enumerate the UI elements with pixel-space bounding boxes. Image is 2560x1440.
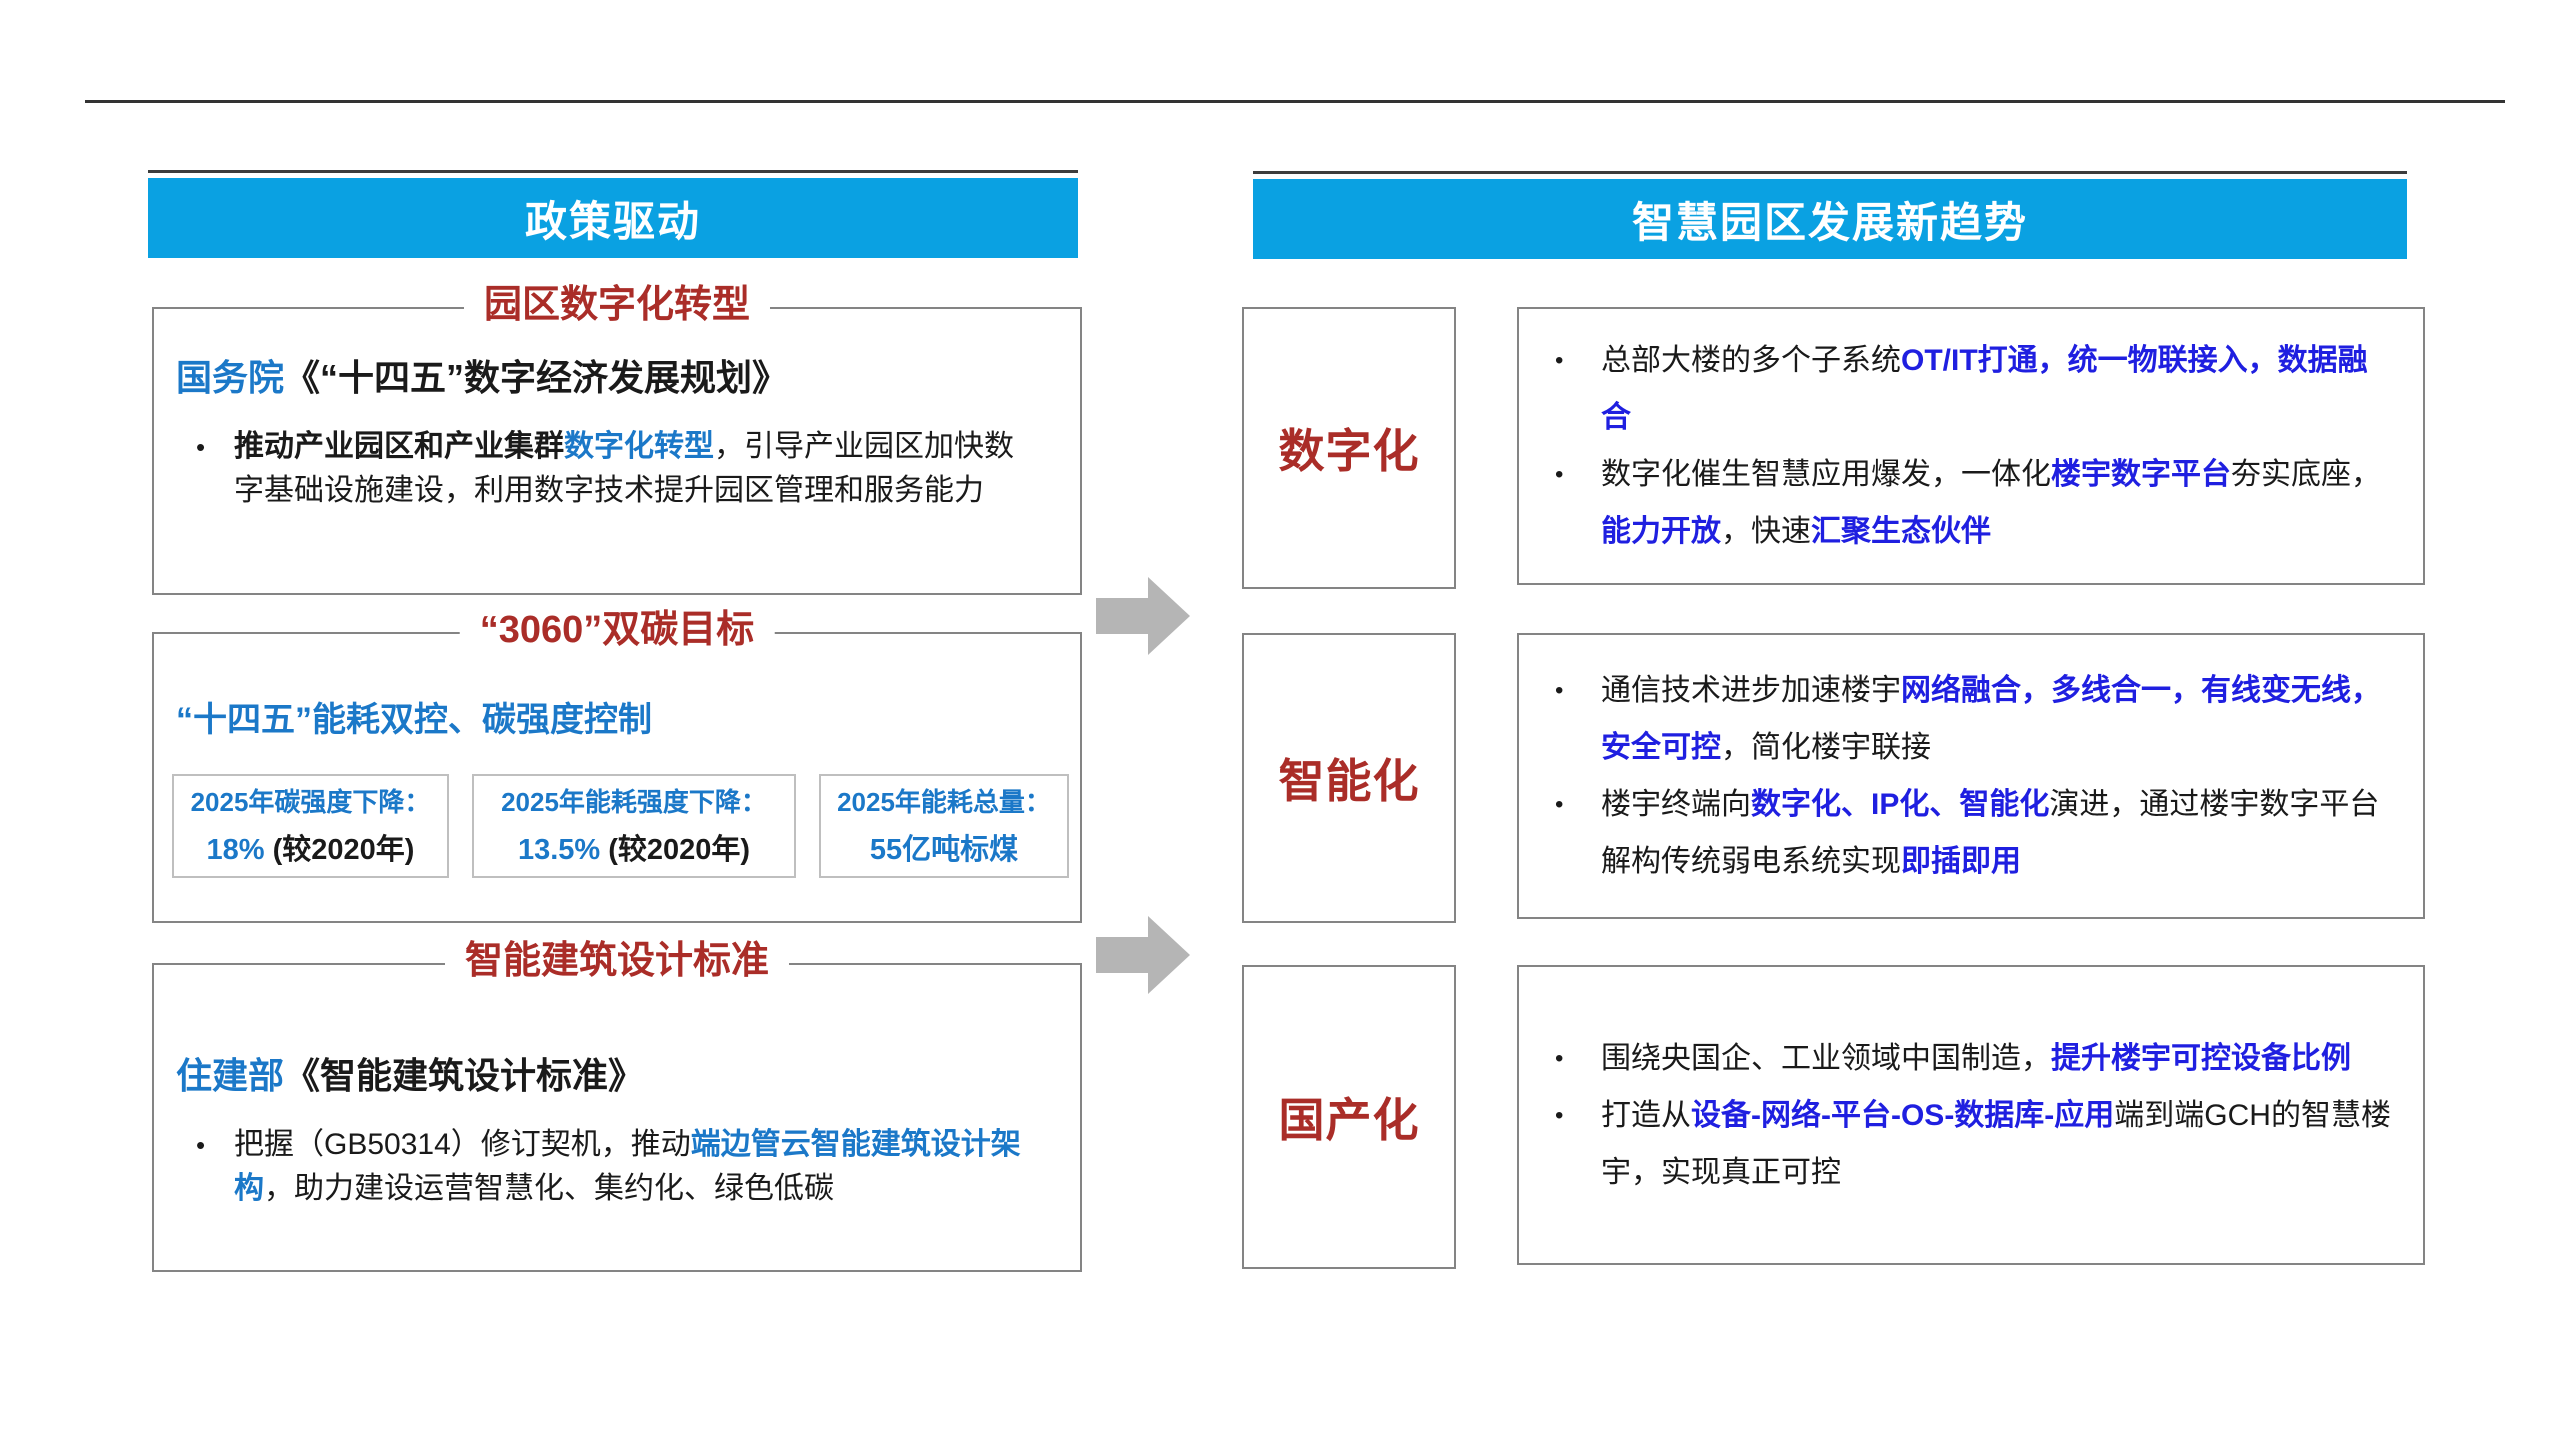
- text-segment: 端到端GCH的智慧楼宇，实现真正可控: [1601, 1098, 2391, 1189]
- bullet-dot: •: [196, 1130, 206, 1160]
- bullet-dot: •: [1555, 1101, 1564, 1129]
- text-segment: 打造从: [1601, 1098, 1691, 1132]
- policy-bullet: • 推动产业园区和产业集群数字化转型，引导产业园区加快数字基础设施建设，利用数字…: [196, 425, 1032, 513]
- text-segment-highlight: 设备-网络-平台-OS-数据库-应用: [1691, 1098, 2115, 1132]
- policy-source-heading: 住建部《智能建筑设计标准》: [176, 1047, 644, 1099]
- card-value-line: 55亿吨标煤: [870, 826, 1018, 874]
- bullet-dot: •: [1555, 791, 1564, 818]
- text-segment: 把握（GB50314）修订契机，推动: [234, 1128, 691, 1161]
- panel-title: “3060”双碳目标: [459, 608, 775, 654]
- panel-smart-building-standard: 智能建筑设计标准 住建部《智能建筑设计标准》 • 把握（GB50314）修订契机…: [152, 939, 1082, 1272]
- bullet-text: 总部大楼的多个子系统OT/IT打通，统一物联接入，数据融合: [1601, 332, 2397, 446]
- top-divider-line: [85, 100, 2505, 103]
- trend-label-text: 数字化: [1278, 425, 1420, 477]
- doc-title: 《“十四五”数字经济发展规划》: [284, 357, 789, 398]
- bullet-text: 推动产业园区和产业集群数字化转型，引导产业园区加快数字基础设施建设，利用数字技术…: [234, 425, 1032, 513]
- panel-title: 智能建筑设计标准: [444, 939, 790, 985]
- trend-bullet: • 打造从设备-网络-平台-OS-数据库-应用端到端GCH的智慧楼宇，实现真正可…: [1555, 1087, 2397, 1201]
- card-value: 18%: [206, 834, 265, 866]
- carbon-target-cards: 2025年碳强度下降： 18% (较2020年) 2025年能耗强度下降： 13…: [172, 774, 1069, 878]
- card-value: 13.5%: [517, 834, 601, 866]
- policy-source-heading: 国务院《“十四五”数字经济发展规划》: [176, 349, 788, 401]
- bullet-text: 打造从设备-网络-平台-OS-数据库-应用端到端GCH的智慧楼宇，实现真正可控: [1601, 1087, 2397, 1201]
- org-name: 国务院: [176, 357, 285, 398]
- text-segment: ，快速: [1721, 515, 1811, 548]
- text-segment: 数字化催生智慧应用爆发，一体化: [1601, 458, 2051, 491]
- text-segment: ，助力建设运营智慧化、集约化、绿色低碳: [264, 1172, 834, 1205]
- text-segment: 通信技术进步加速楼宇: [1601, 674, 1901, 707]
- text-segment-highlight: 楼宇数字平台: [2051, 458, 2231, 491]
- trends-header-title: 智慧园区发展新趋势: [1631, 198, 2028, 246]
- target-card-energy-total: 2025年能耗总量： 55亿吨标煤: [819, 774, 1069, 878]
- text-segment: 总部大楼的多个子系统: [1601, 344, 1901, 377]
- doc-title: 《智能建筑设计标准》: [284, 1055, 645, 1096]
- text-segment: 楼宇终端向: [1601, 788, 1751, 821]
- text-segment: ，简化楼宇联接: [1721, 731, 1931, 764]
- policy-header-banner: 政策驱动: [148, 178, 1078, 258]
- arrow-right-icon: [1096, 577, 1190, 655]
- text-segment-highlight: 提升楼宇可控设备比例: [2051, 1041, 2351, 1075]
- text-segment-highlight: 能力开放: [1601, 515, 1721, 548]
- trend-content-localization: • 围绕央国企、工业领域中国制造，提升楼宇可控设备比例 • 打造从设备-网络-平…: [1517, 965, 2425, 1265]
- policy-bullet: • 把握（GB50314）修订契机，推动端边管云智能建筑设计架构，助力建设运营智…: [196, 1123, 1032, 1211]
- bullet-dot: •: [1555, 461, 1564, 488]
- card-value-line: 13.5% (较2020年): [518, 826, 750, 874]
- bullet-dot: •: [1555, 677, 1564, 704]
- panel-title: 园区数字化转型: [463, 283, 771, 329]
- text-segment: 围绕央国企、工业领域中国制造，: [1601, 1041, 2051, 1075]
- bullet-text: 数字化催生智慧应用爆发，一体化楼宇数字平台夯实底座， 能力开放，快速汇聚生态伙伴: [1601, 446, 2397, 560]
- text-segment-highlight: 汇聚生态伙伴: [1811, 515, 1991, 548]
- text-segment: 推动产业园区和产业集群: [234, 430, 564, 463]
- policy-header-title: 政策驱动: [524, 197, 701, 245]
- org-name: 住建部: [176, 1055, 285, 1096]
- trend-bullet: • 楼宇终端向数字化、IP化、智能化演进，通过楼宇数字平台解构传统弱电系统实现即…: [1555, 776, 2397, 890]
- card-title: 2025年能耗强度下降：: [501, 787, 767, 817]
- trend-label-localization: 国产化: [1242, 965, 1456, 1269]
- trend-bullet: • 总部大楼的多个子系统OT/IT打通，统一物联接入，数据融合: [1555, 332, 2397, 446]
- card-suffix: (较2020年): [600, 834, 751, 866]
- trend-label-intelligence: 智能化: [1242, 633, 1456, 923]
- text-segment-highlight: 数字化转型: [564, 430, 714, 463]
- trend-label-text: 国产化: [1278, 1094, 1420, 1146]
- trend-label-digitalization: 数字化: [1242, 307, 1456, 589]
- card-title: 2025年能耗总量：: [837, 787, 1051, 817]
- bullet-text: 把握（GB50314）修订契机，推动端边管云智能建筑设计架构，助力建设运营智慧化…: [234, 1123, 1032, 1211]
- bullet-text: 通信技术进步加速楼宇网络融合，多线合一，有线变无线，安全可控，简化楼宇联接: [1601, 662, 2397, 776]
- bullet-text: 楼宇终端向数字化、IP化、智能化演进，通过楼宇数字平台解构传统弱电系统实现即插即…: [1601, 776, 2397, 890]
- bullet-text: 围绕央国企、工业领域中国制造，提升楼宇可控设备比例: [1601, 1030, 2397, 1087]
- text-segment: 演进，通过楼宇数字平台解构传统弱电系统实现: [1601, 788, 2380, 878]
- trends-header-banner: 智慧园区发展新趋势: [1253, 179, 2407, 259]
- card-value-line: 18% (较2020年): [207, 826, 415, 874]
- text-segment-highlight: 端边管云智能建筑设计架构: [234, 1128, 1021, 1205]
- card-value: 55亿吨标煤: [869, 834, 1019, 866]
- right-banner-top-line: [1253, 171, 2407, 174]
- card-suffix: (较2020年): [264, 834, 415, 866]
- bullet-dot: •: [1555, 1044, 1564, 1072]
- target-card-energy-intensity: 2025年能耗强度下降： 13.5% (较2020年): [472, 774, 796, 878]
- text-segment-highlight: OT/IT打通，统一物联接入，数据融合: [1601, 344, 2368, 434]
- trend-content-intelligence: • 通信技术进步加速楼宇网络融合，多线合一，有线变无线，安全可控，简化楼宇联接 …: [1517, 633, 2425, 919]
- trend-bullet: • 通信技术进步加速楼宇网络融合，多线合一，有线变无线，安全可控，简化楼宇联接: [1555, 662, 2397, 776]
- trend-label-text: 智能化: [1278, 755, 1420, 807]
- text-segment-highlight: 数字化、IP化、智能化: [1751, 788, 2050, 821]
- bullet-dot: •: [196, 432, 206, 462]
- trend-bullet: • 围绕央国企、工业领域中国制造，提升楼宇可控设备比例: [1555, 1030, 2397, 1087]
- left-banner-top-line: [148, 170, 1078, 173]
- panel-dual-carbon-goal: “3060”双碳目标 “十四五”能耗双控、碳强度控制 2025年碳强度下降： 1…: [152, 608, 1082, 923]
- target-card-carbon-intensity: 2025年碳强度下降： 18% (较2020年): [172, 774, 449, 878]
- trend-bullet: • 数字化催生智慧应用爆发，一体化楼宇数字平台夯实底座， 能力开放，快速汇聚生态伙…: [1555, 446, 2397, 560]
- bullet-dot: •: [1555, 347, 1564, 374]
- arrow-right-icon: [1096, 916, 1190, 994]
- text-segment-highlight: 即插即用: [1901, 845, 2021, 878]
- trend-content-digitalization: • 总部大楼的多个子系统OT/IT打通，统一物联接入，数据融合 • 数字化催生智…: [1517, 307, 2425, 585]
- text-segment-highlight: 网络融合，多线合一，有线变无线，安全可控: [1601, 674, 2381, 764]
- card-title: 2025年碳强度下降：: [190, 787, 431, 817]
- text-segment: ，引导产业园区加快数字基础设施建设，利用数字技术提升园区管理和服务能力: [234, 430, 1014, 507]
- panel-park-digital-transformation: 园区数字化转型 国务院《“十四五”数字经济发展规划》 • 推动产业园区和产业集群…: [152, 283, 1082, 595]
- text-segment: 夯实底座，: [2231, 458, 2381, 491]
- energy-control-subtitle: “十四五”能耗双控、碳强度控制: [176, 701, 652, 739]
